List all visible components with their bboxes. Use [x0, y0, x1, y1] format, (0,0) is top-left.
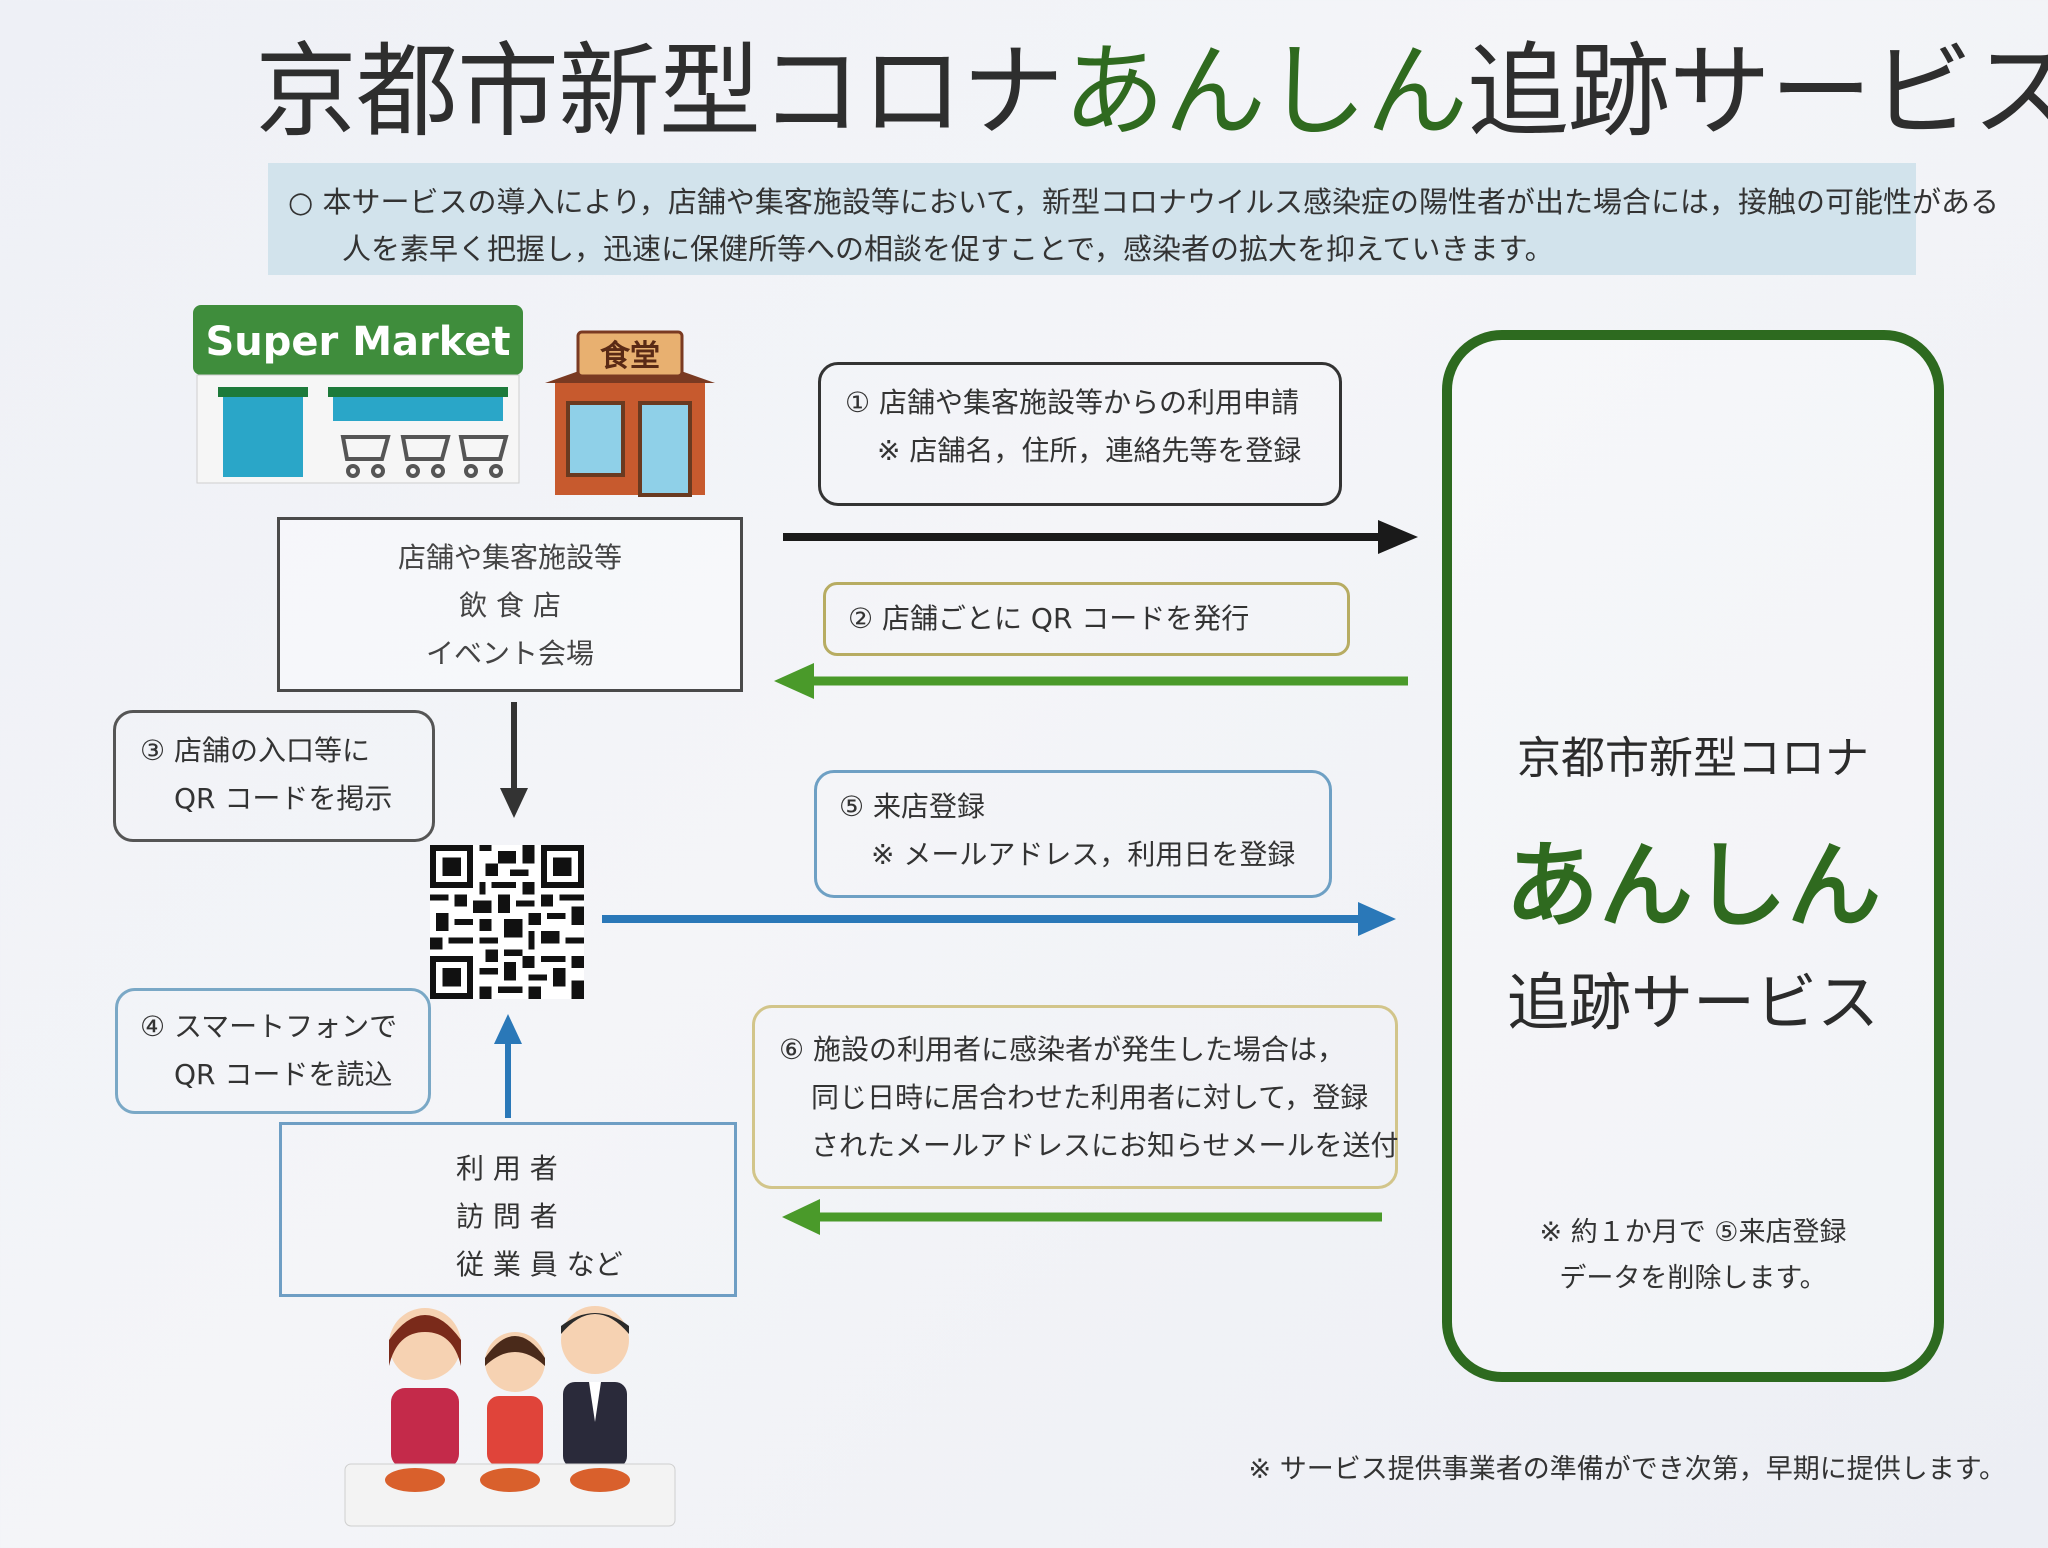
arrow-step1 — [783, 520, 1418, 554]
arrow-step5 — [602, 902, 1396, 936]
arrow-up — [494, 1014, 522, 1118]
service-line3: 追跡サービス — [1506, 966, 1879, 1039]
step5-line2: ※ メールアドレス，利用日を登録 — [871, 838, 1296, 871]
step4-line2: QR コードを読込 — [174, 1058, 393, 1091]
qr-code-icon — [430, 845, 584, 999]
intro-text: ○ 本サービスの導入により，店舗や集客施設等において，新型コロナウイルス感染症の… — [288, 179, 1999, 273]
step5-line1: ⑤ 来店登録 — [839, 790, 986, 823]
step2-line1: ② 店舗ごとに QR コードを発行 — [848, 602, 1250, 635]
user-line1: 利 用 者 — [456, 1152, 558, 1185]
facility-box: 店舗や集客施設等 飲 食 店 イベント会場 — [277, 517, 743, 692]
user-line3: 従 業 員 など — [456, 1248, 623, 1281]
footnote: ※ サービス提供事業者の準備ができ次第，早期に提供します。 — [1248, 1454, 2006, 1485]
service-box: 京都市新型コロナ あんしん 追跡サービス ※ 約１か月で ⑤来店登録 データを削… — [1442, 330, 1944, 1382]
shokudo-sign: 食堂 — [600, 339, 660, 374]
arrow-down — [500, 702, 528, 818]
user-line2: 訪 問 者 — [456, 1200, 558, 1233]
user-box: 利 用 者 訪 問 者 従 業 員 など — [279, 1122, 737, 1297]
title-part1: 京都市新型コロナ — [255, 33, 1064, 152]
step1-line2: ※ 店舗名，住所，連絡先等を登録 — [877, 434, 1302, 467]
service-line1: 京都市新型コロナ — [1517, 733, 1869, 784]
service-note2: データを削除します。 — [1559, 1263, 1827, 1294]
page-title: 京都市新型コロナあんしん追跡サービス — [255, 32, 2048, 154]
step3-box: ③ 店舗の入口等に QR コードを掲示 — [113, 710, 435, 842]
service-line2: あんしん — [1504, 832, 1881, 941]
arrow-step2 — [774, 663, 1408, 699]
supermarket-illustration: Super Market — [193, 305, 523, 484]
facility-line1: 店舗や集客施設等 — [397, 541, 622, 574]
arrow-step6 — [782, 1199, 1382, 1235]
title-part2: あんしん — [1063, 33, 1468, 152]
step6-line1: ⑥ 施設の利用者に感染者が発生した場合は， — [779, 1033, 1346, 1066]
supermarket-sign: Super Market — [206, 319, 511, 365]
step6-line3: されたメールアドレスにお知らせメールを送付 — [811, 1129, 1399, 1162]
step1-line1: ① 店舗や集客施設等からの利用申請 — [845, 386, 1300, 419]
shokudo-illustration: 食堂 — [545, 330, 715, 497]
step3-line1: ③ 店舗の入口等に — [140, 734, 371, 767]
step6-line2: 同じ日時に居合わせた利用者に対して，登録 — [811, 1081, 1369, 1114]
intro-line1: ○ 本サービスの導入により，店舗や集客施設等において，新型コロナウイルス感染症の… — [288, 185, 2000, 219]
step1-box: ① 店舗や集客施設等からの利用申請 ※ 店舗名，住所，連絡先等を登録 — [818, 362, 1342, 506]
step4-box: ④ スマートフォンで QR コードを読込 — [115, 988, 431, 1114]
service-note1: ※ 約１か月で ⑤来店登録 — [1539, 1217, 1847, 1248]
step6-box: ⑥ 施設の利用者に感染者が発生した場合は， 同じ日時に居合わせた利用者に対して，… — [752, 1005, 1398, 1189]
step3-line2: QR コードを掲示 — [174, 782, 393, 815]
facility-line2: 飲 食 店 — [459, 589, 561, 622]
step5-box: ⑤ 来店登録 ※ メールアドレス，利用日を登録 — [814, 770, 1332, 898]
step4-line1: ④ スマートフォンで — [140, 1010, 398, 1043]
intro-line2: 人を素早く把握し，迅速に保健所等への相談を促すことで，感染者の拡大を抑えていきま… — [342, 232, 1554, 266]
step2-box: ② 店舗ごとに QR コードを発行 — [823, 582, 1350, 656]
facility-line3: イベント会場 — [425, 637, 594, 670]
family-dining-illustration — [344, 1306, 676, 1527]
intro-band: ○ 本サービスの導入により，店舗や集客施設等において，新型コロナウイルス感染症の… — [268, 163, 1999, 275]
title-part3: 追跡サービス — [1467, 33, 2048, 152]
